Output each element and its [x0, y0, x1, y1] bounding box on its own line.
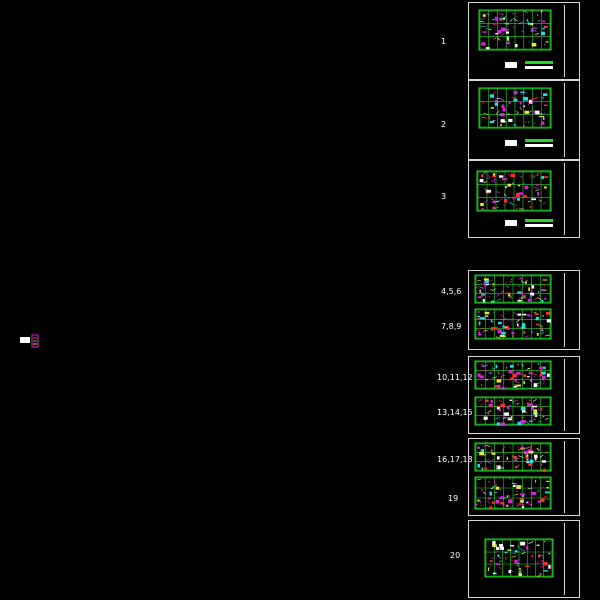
- floor-label-2: 2: [441, 120, 447, 129]
- floor-plan-10-12: [474, 360, 552, 390]
- floor-plan-1: [478, 9, 552, 51]
- floor-plan-20: [484, 538, 554, 578]
- floor-label-20: 20: [450, 551, 461, 560]
- floor-plan-3: [476, 170, 552, 212]
- floor-label-3: 3: [441, 192, 447, 201]
- sheet-floors-10-15[interactable]: [468, 356, 580, 434]
- floor-plan-2: [478, 87, 552, 129]
- title-block: [564, 273, 577, 347]
- sheet-floors-4-9[interactable]: [468, 270, 580, 350]
- sheet-floors-16-19[interactable]: [468, 438, 580, 516]
- floor-label-13-15: 13,14,15: [437, 408, 473, 417]
- floor-label-7-9: 7,8,9: [441, 322, 462, 331]
- floor-label-19: 19: [448, 494, 459, 503]
- sheet-floor-2[interactable]: [468, 80, 580, 160]
- sheet-floor-3[interactable]: [468, 160, 580, 238]
- floor-plan-16-18: [474, 442, 552, 472]
- notes-3: [505, 219, 553, 227]
- title-block: [564, 523, 577, 595]
- floor-label-16-18: 16,17,18: [437, 455, 473, 464]
- floor-plan-13-15: [474, 396, 552, 426]
- notes-1: [505, 61, 553, 69]
- floor-label-1: 1: [441, 37, 447, 46]
- sheet-floor-20[interactable]: [468, 520, 580, 598]
- floor-plan-4-6: [474, 274, 552, 304]
- floor-label-4-6: 4,5,6: [441, 287, 462, 296]
- floor-label-10-12: 10,11,12: [437, 373, 473, 382]
- notes-2: [505, 139, 553, 147]
- title-block: [564, 441, 577, 513]
- title-block: [564, 359, 577, 431]
- legend-block: [20, 334, 39, 348]
- sheet-floor-1[interactable]: [468, 2, 580, 80]
- title-block: [564, 83, 577, 157]
- floor-plan-7-9: [474, 308, 552, 340]
- floor-plan-19: [474, 476, 552, 510]
- title-block: [564, 163, 577, 235]
- title-block: [564, 5, 577, 77]
